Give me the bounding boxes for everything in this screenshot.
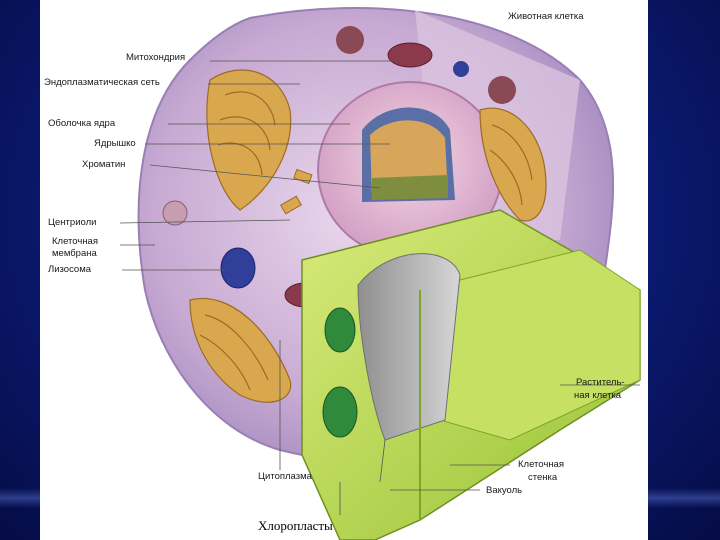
chromatin: [372, 175, 448, 200]
caption-chloroplasts: Хлоропласты: [258, 518, 333, 534]
label-animal-cell: Животная клетка: [508, 12, 584, 22]
chloroplast-upper: [325, 308, 355, 352]
vesicle-top: [336, 26, 364, 54]
label-cell-membrane-2: мембрана: [52, 249, 97, 259]
vesicle-left: [163, 201, 187, 225]
label-lysosome: Лизосома: [48, 265, 91, 275]
diagram-panel: Животная клетка Митохондрия Эндоплазмати…: [40, 0, 648, 540]
label-chromatin: Хроматин: [82, 160, 125, 170]
label-cytoplasm: Цитоплазма: [258, 472, 312, 482]
label-nucleolus: Ядрышко: [94, 139, 136, 149]
label-cell-wall-2: стенка: [528, 473, 557, 483]
vesicle-right: [488, 76, 516, 104]
blue-body-top: [453, 61, 469, 77]
label-plant-cell-1: Раститель-: [576, 378, 625, 388]
label-cell-membrane-1: Клеточная: [52, 237, 98, 247]
label-vacuole: Вакуоль: [486, 486, 522, 496]
mitochondrion-top: [388, 43, 432, 67]
label-mitochondria: Митохондрия: [126, 53, 185, 63]
label-er: Эндоплазматическая сеть: [44, 78, 160, 88]
chloroplast-lower: [323, 387, 357, 437]
label-cell-wall-1: Клеточная: [518, 460, 564, 470]
label-centrioles: Центриоли: [48, 218, 96, 228]
label-plant-cell-2: ная клетка: [574, 391, 621, 401]
lysosome: [221, 248, 255, 288]
label-nuclear-envelope: Оболочка ядра: [48, 119, 115, 129]
